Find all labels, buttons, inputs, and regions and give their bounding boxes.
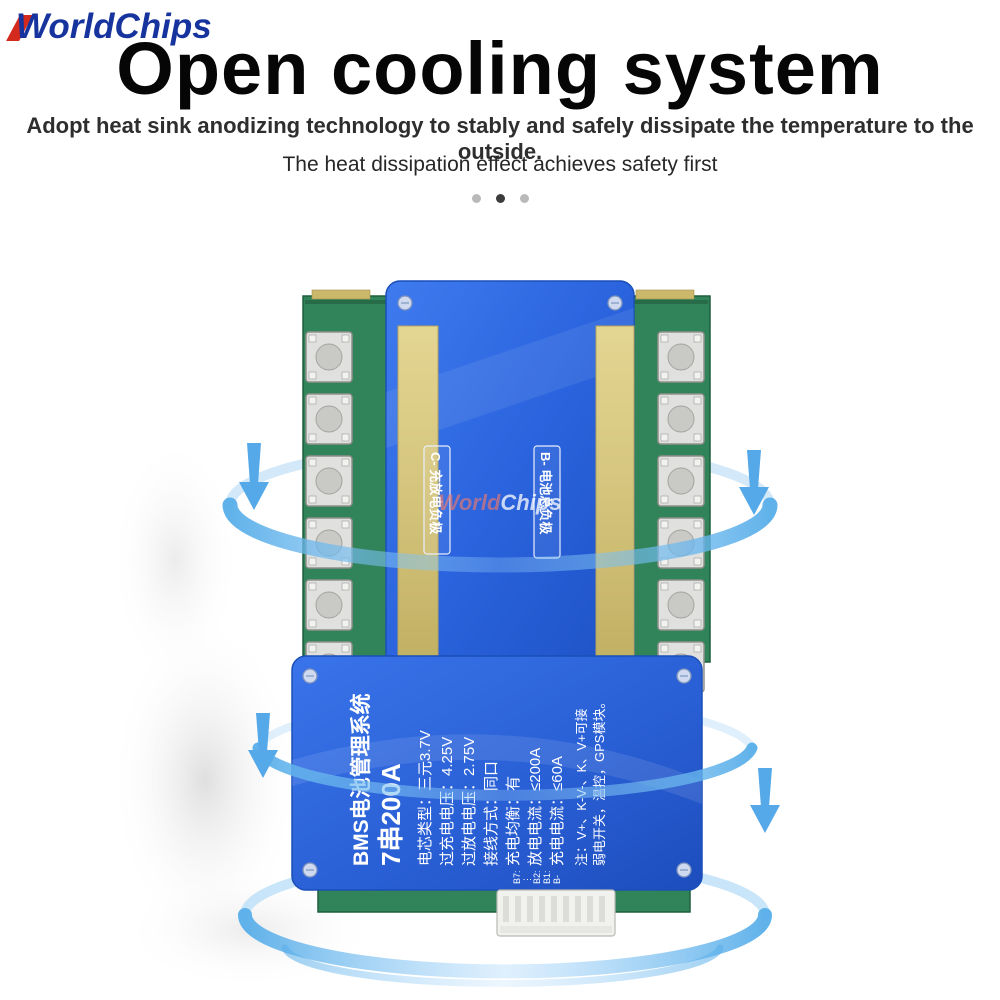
brand-logo: WorldChips	[16, 7, 212, 47]
balance-connector	[496, 889, 616, 937]
board-spec-line: 充电电流：≤60A	[549, 756, 566, 866]
watermark: WorldChips	[438, 490, 561, 515]
pin-label: ⋮	[522, 875, 532, 884]
board-spec-line: 过放电电压：2.75V	[461, 737, 478, 866]
product-image: C- 充放电负极 B- 电池总负极 WorldChips BMS电池管理系统 7…	[110, 280, 780, 990]
subtitle-line2: The heat dissipation effect achieves saf…	[282, 153, 718, 176]
carousel-dot-3[interactable]	[519, 194, 529, 203]
pin-label: B-	[552, 875, 562, 884]
plate-label-left-text: C- 充放电负极	[428, 452, 443, 535]
carousel-dot-2-active[interactable]	[495, 194, 505, 203]
down-arrow-icon	[750, 768, 780, 833]
plate-label-left: C- 充放电负极	[423, 445, 451, 555]
board-spec-line: 放电电流：≤200A	[527, 748, 544, 866]
down-arrow-icon	[739, 450, 769, 515]
airflow-arrows	[239, 443, 780, 833]
smoke-wisp-2	[110, 435, 240, 685]
plate-label-right-text: B- 电池总负极	[538, 452, 553, 535]
board-model: 7串200A	[376, 763, 406, 866]
board-spec-line: 过充电电压：4.25V	[439, 737, 456, 866]
board-note-line: 弱电开关，温控，GPS模块。	[592, 696, 607, 866]
board-note-line: 注：V+、K-V-、K、V+可接	[574, 709, 589, 866]
pin-label: B2:	[532, 870, 542, 884]
pin-label: B7:	[512, 870, 522, 884]
board-spec-line: 充电均衡：有	[505, 776, 522, 866]
carousel-dots	[0, 194, 1000, 203]
airflow-front-arcs	[222, 497, 778, 987]
board-spec-line: 接线方式：同口	[483, 761, 500, 866]
down-arrow-icon	[239, 443, 269, 510]
down-arrow-icon	[248, 713, 278, 778]
carousel-dot-1[interactable]	[471, 194, 481, 203]
smoke-wisp-1	[110, 615, 300, 945]
pin-labels: B7: ⋮ B2: B1: B-	[512, 870, 562, 884]
board-spec-text: BMS电池管理系统 7串200A 电芯类型：三元3.7V 过充电电压：4.25V…	[349, 693, 607, 866]
plate-label-right: B- 电池总负极	[533, 445, 561, 559]
heatsink-strip-right	[595, 325, 635, 659]
page-title: Open cooling system	[116, 27, 884, 110]
pin-label: B1:	[542, 870, 552, 884]
brand-logo-text: WorldChips	[16, 7, 212, 46]
subtitle-line1: Adopt heat sink anodizing technology to …	[26, 113, 974, 164]
heatsink-strip-left	[397, 325, 439, 659]
